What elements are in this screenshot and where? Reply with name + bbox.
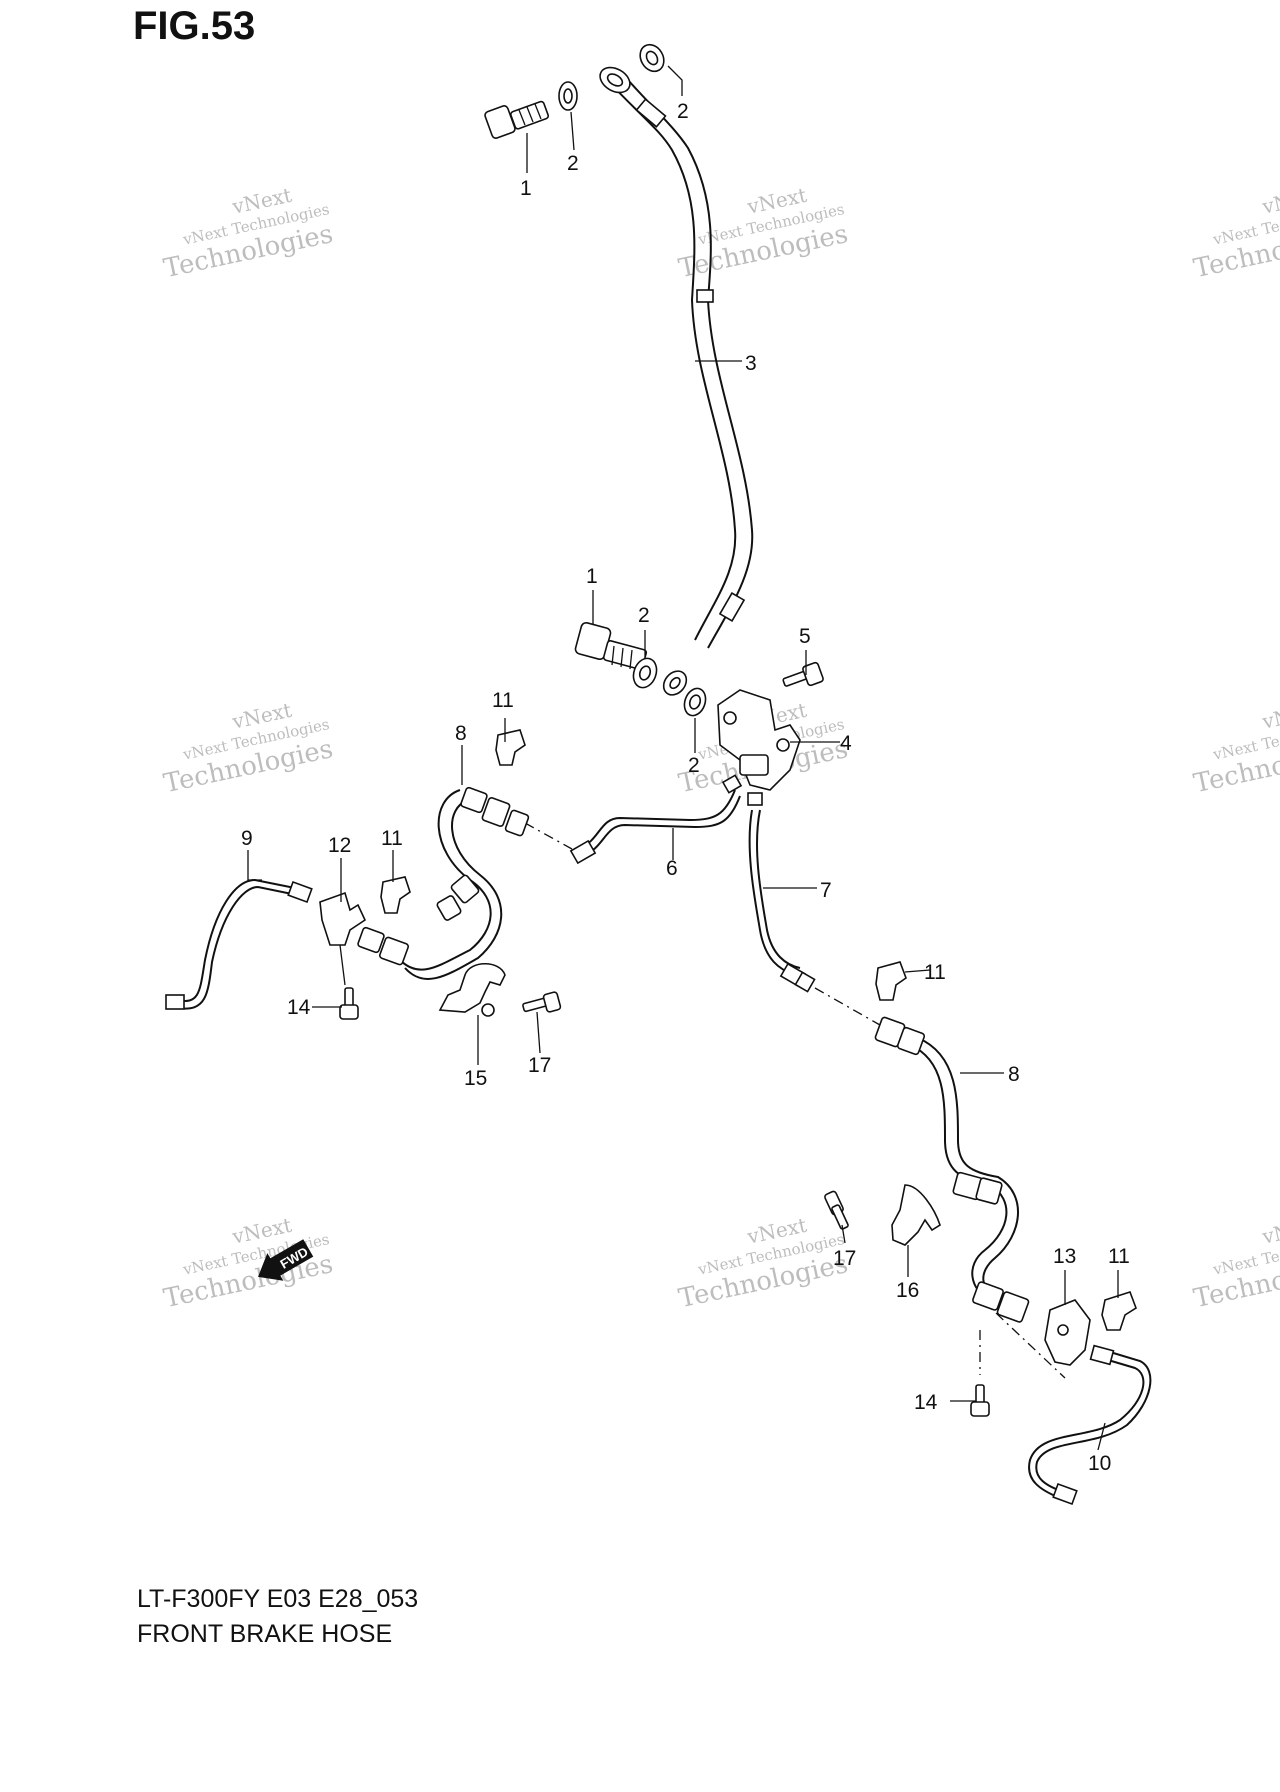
callout-7: 7 [820, 879, 832, 902]
figure-title: FIG.53 [133, 4, 256, 48]
callout-2: 2 [677, 100, 689, 123]
callout-6: 6 [666, 857, 678, 880]
callout-14: 14 [914, 1391, 938, 1414]
watermark: vNext vNext Technologies Technologies [1191, 698, 1280, 799]
watermark: vNext vNext Technologies Technologies [676, 1213, 851, 1314]
callout-labels: 1 2 2 3 1 2 2 5 4 11 8 6 7 9 12 11 14 15… [241, 100, 1130, 1475]
banjo-bolt-1-top [484, 100, 550, 139]
leader-dashed [524, 822, 573, 850]
callout-16: 16 [896, 1279, 919, 1302]
callout-11: 11 [492, 689, 514, 712]
leader-lines [247, 65, 1119, 1451]
callout-12: 12 [328, 834, 351, 857]
main-brake-hose-3 [599, 66, 754, 696]
clamp-15 [438, 962, 506, 1017]
watermark: vNext vNext Technologies Technologies [1191, 1213, 1280, 1314]
callout-2: 2 [638, 604, 650, 627]
callout-13: 13 [1053, 1245, 1076, 1268]
washer-2-middle-left [632, 657, 658, 689]
figure-caption: FRONT BRAKE HOSE [137, 1620, 393, 1648]
model-code: LT-F300FY E03 E28_053 [137, 1585, 419, 1613]
callout-1: 1 [586, 565, 598, 588]
brake-pipe-7 [748, 809, 816, 993]
callout-4: 4 [840, 732, 852, 755]
watermark-group: vNext vNext Technologies Technologies vN… [161, 183, 1280, 1314]
callout-8: 8 [1008, 1063, 1020, 1086]
brake-hose-8-right [874, 1016, 1030, 1323]
bolt-14-left [339, 987, 359, 1020]
watermark: vNext vNext Technologies Technologies [161, 1213, 336, 1314]
brake-pipe-6 [569, 789, 741, 865]
bolt-14-right [970, 1384, 990, 1417]
callout-8: 8 [455, 722, 467, 745]
callout-11: 11 [381, 827, 403, 850]
banjo-bolt-1-middle [574, 621, 648, 670]
bolt-17-right [824, 1190, 849, 1230]
brake-junction-4 [717, 689, 801, 806]
bolt-17-left [522, 991, 562, 1013]
brake-hose-8-left [357, 786, 530, 980]
svg-text:vNext: vNext [1259, 183, 1280, 219]
bolt-5 [782, 661, 824, 687]
clip-11-right-top [875, 961, 907, 1001]
callout-17: 17 [833, 1247, 856, 1270]
leader-dashed [979, 1297, 1066, 1379]
washer-2-middle-right [683, 687, 707, 717]
callout-5: 5 [799, 625, 811, 648]
brake-pipe-10 [1028, 1344, 1152, 1506]
callout-2: 2 [688, 754, 700, 777]
callout-17: 17 [528, 1054, 551, 1077]
clip-11-right-bottom [1101, 1291, 1137, 1331]
callout-14: 14 [287, 996, 311, 1019]
callout-9: 9 [241, 827, 253, 850]
leader-dashed [814, 987, 881, 1026]
callout-1: 1 [520, 177, 532, 200]
watermark: vNext vNext Technologies Technologies [1191, 183, 1280, 284]
clamp-16 [891, 1184, 941, 1246]
washer-2-top-right [639, 43, 665, 73]
brake-pipe-9 [165, 878, 313, 1010]
callout-15: 15 [464, 1067, 487, 1090]
watermark: vNext vNext Technologies Technologies [161, 183, 336, 284]
washer-2-top-left [558, 81, 578, 111]
callout-11: 11 [924, 961, 946, 984]
svg-text:vNext: vNext [1259, 698, 1280, 734]
watermark: vNext vNext Technologies Technologies [676, 183, 851, 284]
clip-11-left-middle [380, 876, 411, 914]
watermark: vNext vNext Technologies Technologies [161, 698, 336, 799]
svg-text:vNext: vNext [1259, 1213, 1280, 1249]
callout-3: 3 [745, 352, 757, 375]
bracket-12 [319, 891, 367, 986]
clip-11-left-top [495, 729, 526, 766]
bracket-13 [1044, 1299, 1091, 1366]
callout-10: 10 [1088, 1452, 1111, 1475]
callout-11: 11 [1108, 1245, 1130, 1268]
callout-2: 2 [567, 152, 579, 175]
